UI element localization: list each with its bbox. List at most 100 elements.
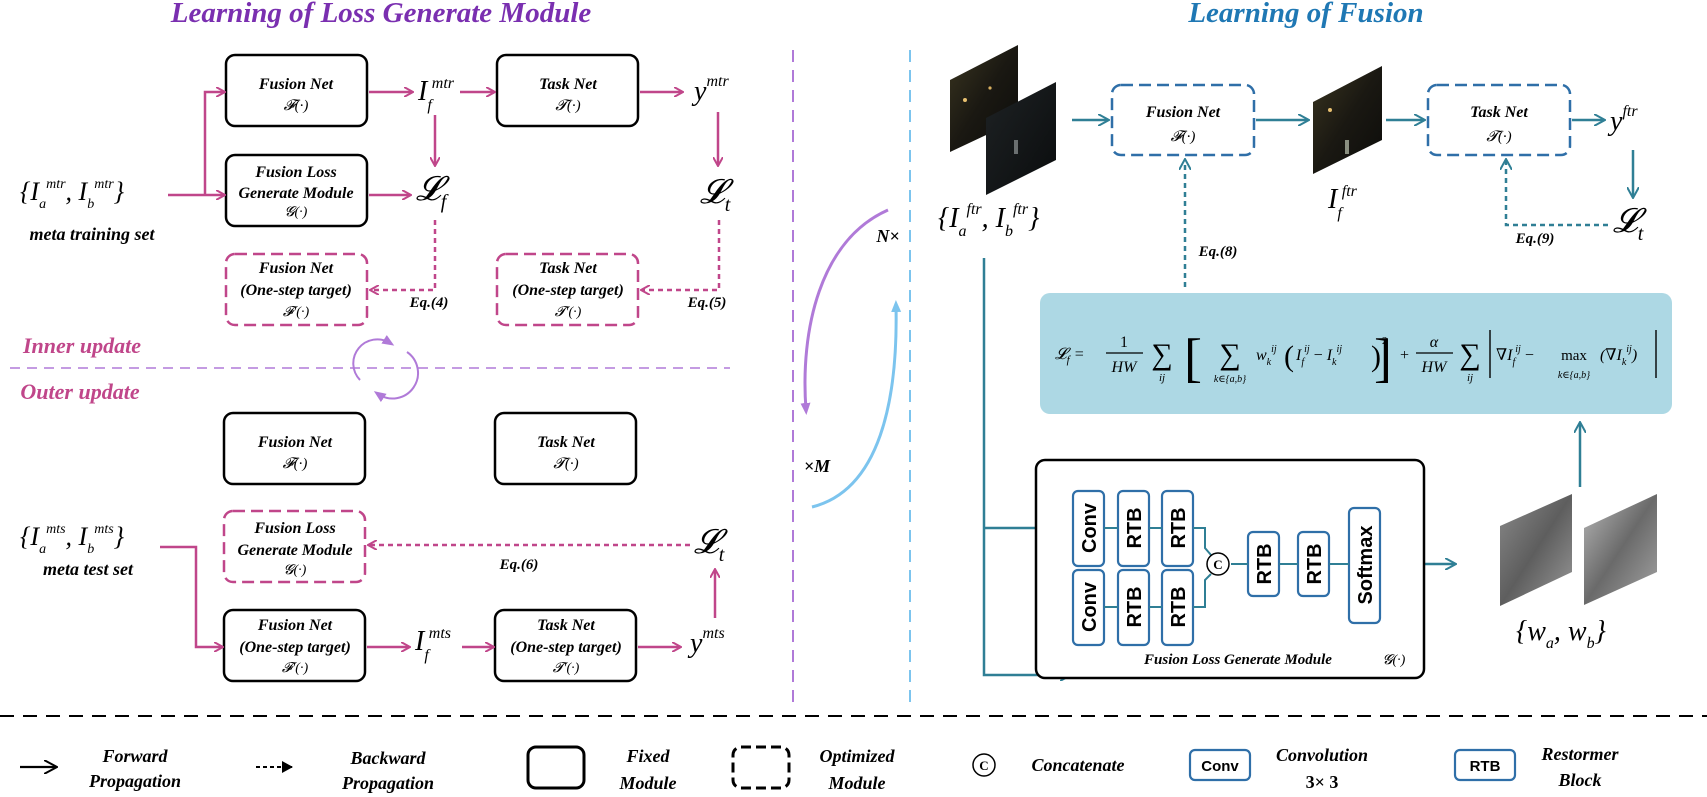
svg-text:𝓛f: 𝓛f [416, 171, 450, 213]
svg-text:Ifftr: Ifftr [1327, 183, 1358, 222]
fusion-net-onestep-box: Fusion Net (One-step target) 𝓕′(·) [224, 252, 369, 327]
if-ftr-label: Ifftr [1327, 183, 1358, 222]
svg-text:Optimized: Optimized [820, 746, 896, 766]
svg-text:1: 1 [1120, 334, 1128, 351]
svg-text:𝓕′(·): 𝓕′(·) [282, 661, 309, 676]
svg-text:(One-step target): (One-step target) [512, 282, 624, 299]
task-net-label: Task Net [539, 76, 597, 93]
weight-maps [1500, 494, 1657, 606]
svg-text:max: max [1561, 348, 1587, 364]
svg-text:Generate Module: Generate Module [238, 185, 353, 202]
conv-label-1: Conv [1079, 502, 1101, 553]
legend-forward: Forward Propagation [20, 746, 181, 791]
fusion-net-symbol: 𝓕(·) [284, 98, 309, 114]
svg-text:(: ( [1284, 340, 1294, 373]
svg-text:Task Net: Task Net [537, 434, 595, 451]
eq6-label: Eq.(6) [499, 557, 539, 573]
right-title: Learning of Fusion [1187, 0, 1423, 29]
svg-text:Forward: Forward [101, 746, 168, 766]
legend-concat: C Concatenate [972, 753, 1125, 777]
rtb-label-3: RTB [1124, 586, 1146, 627]
eq8-label: Eq.(8) [1198, 244, 1238, 260]
fusion-net-onestep-box-test: Fusion Net (One-step target) 𝓕′(·) [222, 608, 367, 683]
svg-text:k∈{a,b}: k∈{a,b} [1214, 374, 1246, 385]
svg-text:Task Net: Task Net [539, 260, 597, 277]
meta-train-label: meta training set [29, 224, 155, 244]
svg-text:ymtr: ymtr [691, 73, 729, 107]
legend-fixed: Fixed Module [526, 745, 677, 793]
svg-text:𝓣′(·): 𝓣′(·) [555, 305, 582, 320]
weights-label: {wa, wb} [1516, 616, 1606, 652]
svg-text:∑: ∑ [1459, 338, 1480, 371]
svg-text:]: ] [1374, 328, 1392, 388]
svg-text:RTB: RTB [1470, 758, 1501, 775]
svg-text:ij: ij [1467, 372, 1473, 384]
svg-text:HW: HW [1421, 359, 1449, 376]
svg-text:[: [ [1184, 328, 1202, 388]
svg-text:𝓖(·): 𝓖(·) [285, 205, 308, 220]
right-task-net-box: Task Net 𝓣(·) [1426, 83, 1572, 157]
svg-text:Convolution: Convolution [1276, 745, 1368, 765]
svg-text:Backward: Backward [349, 748, 426, 768]
eq5-label: Eq.(5) [687, 295, 727, 311]
y-mtr-label: ymtr [691, 73, 729, 107]
svg-text:𝓛f =: 𝓛f = [1055, 346, 1085, 366]
svg-text:Fusion Net: Fusion Net [257, 617, 333, 634]
task-net-box-outer: Task Net 𝓣(·) [493, 411, 638, 486]
svg-text:𝓛t: 𝓛t [694, 524, 728, 566]
svg-text:Fusion Net: Fusion Net [258, 260, 334, 277]
task-net-symbol: 𝓣(·) [555, 98, 580, 114]
svg-text:Fusion Loss: Fusion Loss [253, 520, 335, 537]
right-loss-t-label: 𝓛t [1613, 203, 1647, 245]
svg-text:C: C [1213, 557, 1222, 572]
module-block-labels: Conv Conv RTB RTB RTB RTB RTB RTB Softma… [1079, 502, 1377, 632]
rtb-label-4: RTB [1168, 586, 1190, 627]
meta-train-input: {Iamtr, Ibmtr} [20, 177, 125, 212]
inner-dashed-arrows [371, 220, 721, 290]
legend-conv: Conv Convolution 3× 3 [1188, 745, 1368, 792]
svg-text:Module: Module [618, 773, 676, 793]
svg-text:𝓕(·): 𝓕(·) [283, 456, 308, 472]
y-mts-label: ymts [687, 625, 725, 659]
svg-text:Module: Module [827, 773, 885, 793]
inner-arrows [168, 92, 718, 195]
task-net-onestep-box: Task Net (One-step target) 𝓣′(·) [495, 252, 640, 327]
left-title: Learning of Loss Generate Module [170, 0, 592, 29]
svg-text:Fusion Loss Generate Module: Fusion Loss Generate Module [1143, 652, 1332, 668]
svg-text:{wa, wb}: {wa, wb} [1516, 616, 1606, 652]
task-net-box: Task Net 𝓣(·) [495, 53, 640, 128]
module-blocks [1071, 489, 1382, 647]
rtb-label-2: RTB [1168, 507, 1190, 548]
task-net-onestep-box-test: Task Net (One-step target) 𝓣′(·) [493, 608, 638, 683]
svg-text:𝓣′(·): 𝓣′(·) [553, 661, 580, 676]
svg-text:Generate Module: Generate Module [237, 542, 352, 559]
module-connections [1104, 527, 1349, 608]
rtb-label-1: RTB [1124, 507, 1146, 548]
svg-text:(One-step target): (One-step target) [239, 639, 351, 656]
y-ftr-label: yftr [1607, 103, 1638, 137]
if-mts-label: Ifmts [414, 625, 451, 664]
if-mtr-label: Ifmtr [417, 75, 455, 114]
outer-arrows [160, 545, 715, 647]
rtb-label-6: RTB [1304, 543, 1326, 584]
eq9-label: Eq.(9) [1515, 231, 1555, 247]
fusion-net-box-outer: Fusion Net 𝓕(·) [222, 411, 367, 486]
svg-text:𝓕′(·): 𝓕′(·) [283, 305, 310, 320]
svg-text:𝓛t: 𝓛t [700, 174, 734, 216]
svg-text:ymts: ymts [687, 625, 725, 659]
fusion-net-label: Fusion Net [258, 76, 334, 93]
fusion-net-box: Fusion Net 𝓕(·) [224, 53, 369, 128]
svg-text:{Iaftr, Ibftr}: {Iaftr, Ibftr} [938, 201, 1039, 240]
right-backward-arrows [1185, 160, 1608, 287]
svg-text:𝓕(·): 𝓕(·) [1171, 129, 1196, 145]
svg-text:+: + [1400, 347, 1409, 364]
fused-image [1313, 66, 1382, 174]
legend-rtb: RTB Restormer Block [1453, 744, 1619, 790]
svg-text:C: C [979, 758, 988, 773]
svg-text:Task Net: Task Net [1470, 104, 1528, 121]
m-loop-arrow [811, 300, 902, 509]
svg-text:𝓣(·): 𝓣(·) [553, 456, 578, 472]
svg-text:(One-step target): (One-step target) [240, 282, 352, 299]
